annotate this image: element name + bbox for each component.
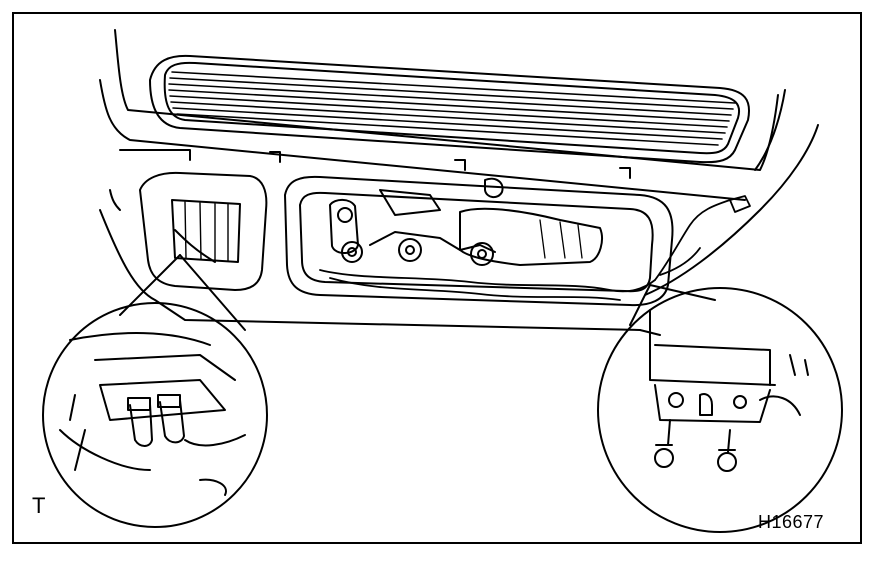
back-door-glass (99, 29, 779, 201)
wiper-motor-assembly (329, 177, 603, 266)
detail-circle-right-bolts (597, 284, 843, 533)
figure-frame (12, 12, 862, 544)
wire-harness (319, 195, 751, 301)
service-hole-left (139, 171, 268, 291)
service-hole-center (284, 175, 674, 307)
figure-id: H16677 (758, 512, 825, 532)
corner-label: T (32, 493, 46, 518)
back-door-panel (99, 89, 819, 331)
detail-circle-left-connectors (42, 254, 268, 528)
